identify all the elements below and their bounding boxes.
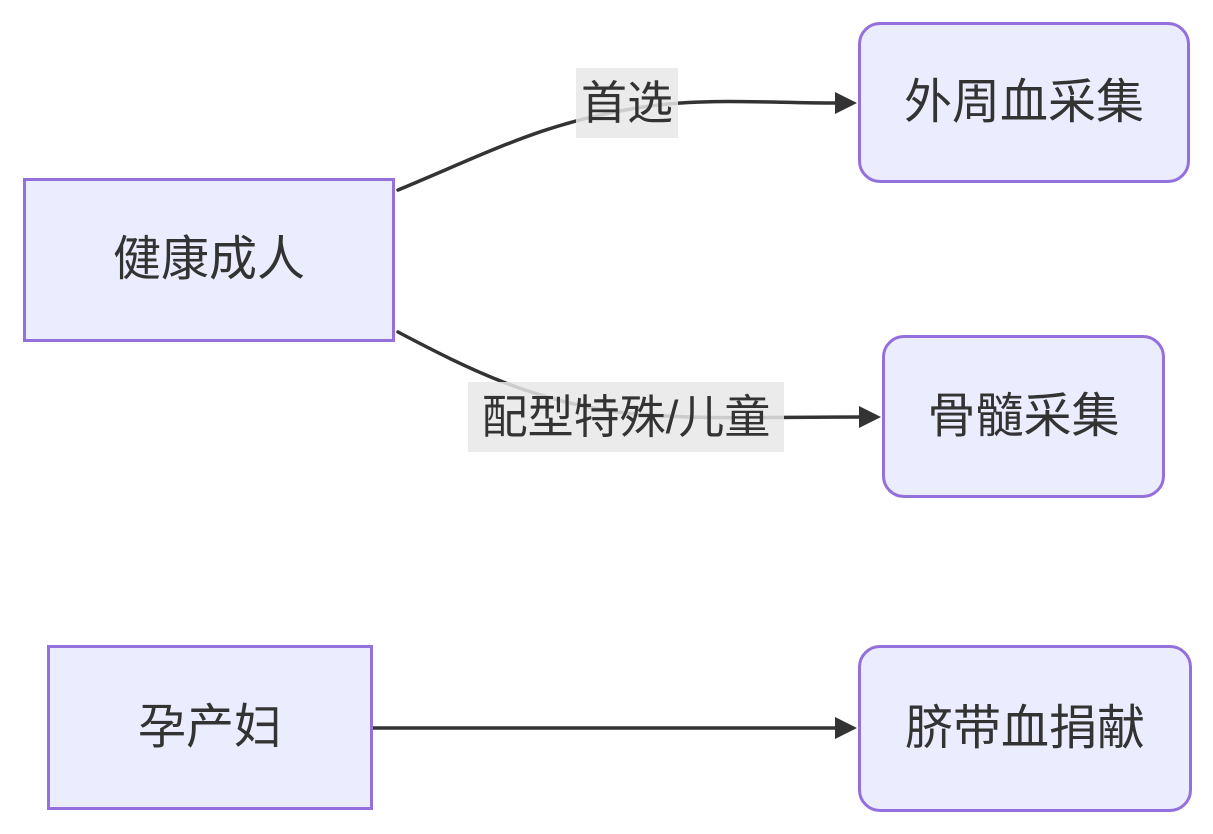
node-healthy-adult: 健康成人 — [23, 178, 395, 342]
edge-label-preferred-text: 首选 — [581, 77, 673, 129]
node-pregnant-woman-label: 孕产妇 — [137, 700, 282, 754]
node-bone-marrow-collection-label: 骨髓采集 — [927, 389, 1120, 443]
node-peripheral-blood-collection: 外周血采集 — [858, 22, 1190, 183]
node-peripheral-blood-collection-label: 外周血采集 — [903, 75, 1144, 129]
node-cord-blood-donation-label: 脐带血捐献 — [904, 701, 1145, 755]
arrowhead-cord-blood — [835, 717, 857, 739]
arrowhead-peripheral-blood — [835, 92, 857, 114]
node-cord-blood-donation: 脐带血捐献 — [858, 645, 1192, 812]
edge-label-special-matching-children: 配型特殊/儿童 — [468, 382, 784, 452]
edge-label-preferred: 首选 — [576, 68, 678, 138]
node-bone-marrow-collection: 骨髓采集 — [882, 335, 1165, 498]
node-pregnant-woman: 孕产妇 — [47, 645, 373, 810]
arrowhead-bone-marrow — [859, 406, 881, 428]
node-healthy-adult-label: 健康成人 — [112, 233, 305, 286]
edge-label-special-matching-children-text: 配型特殊/儿童 — [481, 391, 771, 443]
